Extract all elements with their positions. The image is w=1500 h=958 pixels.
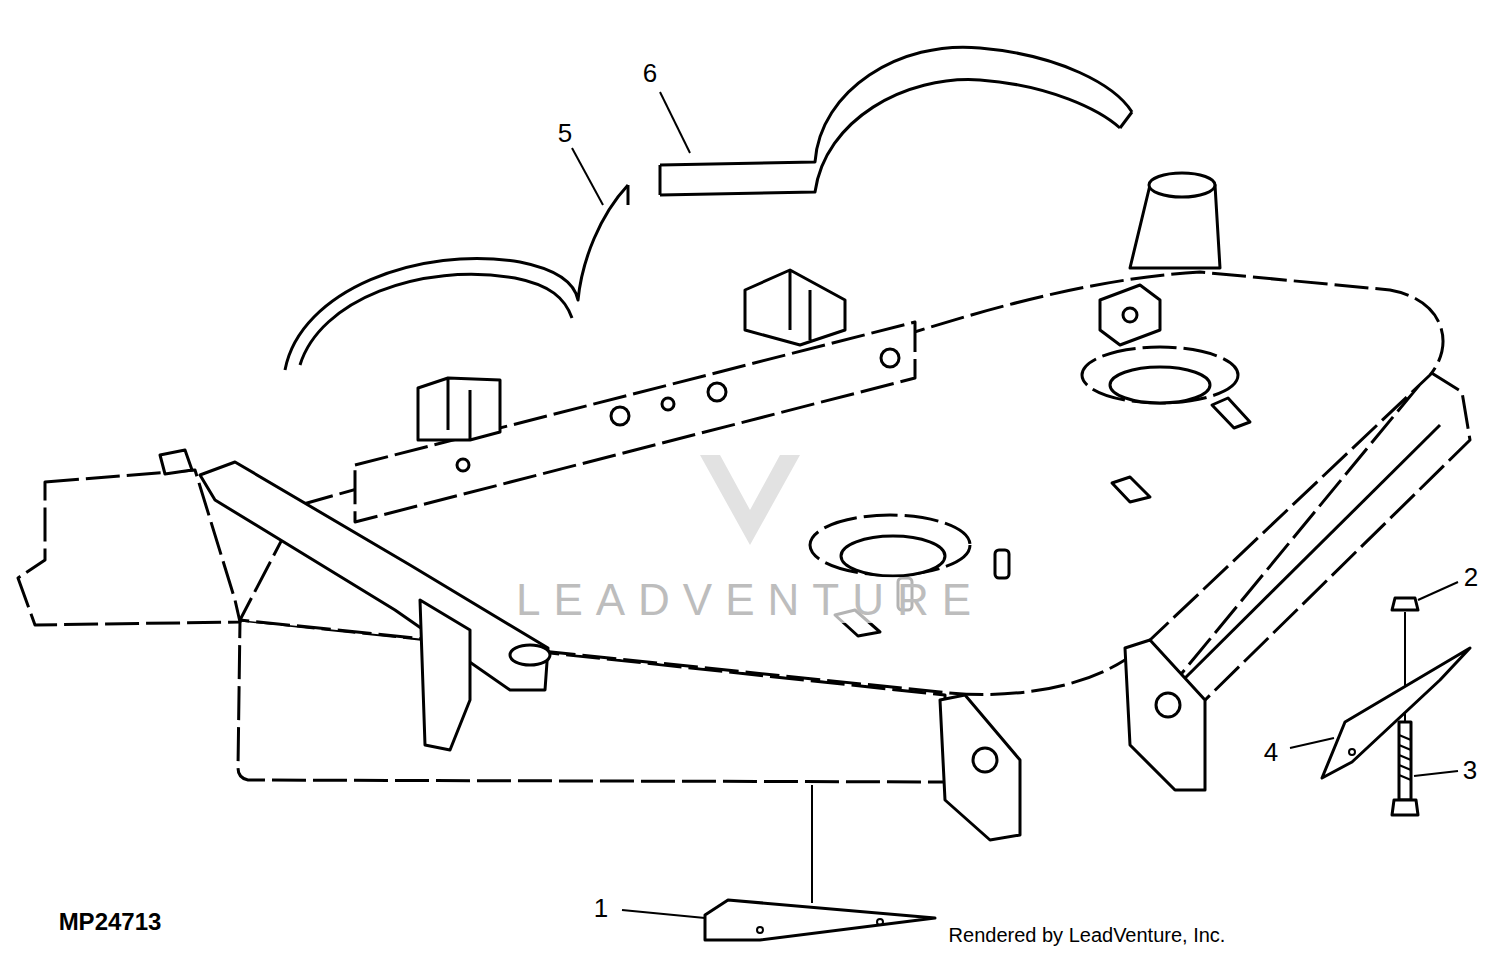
callout-number: 2 xyxy=(1462,563,1480,591)
blade-hole xyxy=(877,919,883,925)
bracket-hole xyxy=(1123,308,1137,322)
nut xyxy=(1392,598,1418,610)
callout-number: 5 xyxy=(556,119,574,147)
leader-line xyxy=(622,910,705,918)
baffle-strip xyxy=(659,165,662,195)
mower-blade xyxy=(705,900,935,940)
rear-bracket xyxy=(1100,285,1160,345)
gauge-wheel-bracket xyxy=(940,695,1020,840)
hitch-bracket xyxy=(745,270,845,345)
baffle-strip xyxy=(660,80,1120,195)
bolt-head xyxy=(1392,800,1418,815)
callout-number: 1 xyxy=(592,894,610,922)
rail-hole xyxy=(457,459,469,471)
bracket-hole xyxy=(1156,693,1180,717)
bolt-thread xyxy=(1399,735,1411,780)
chute-tab xyxy=(160,450,192,474)
callout-number: 4 xyxy=(1262,738,1280,766)
spindle-opening xyxy=(841,536,945,576)
baffle-strip xyxy=(285,185,628,370)
bracket-hole xyxy=(973,748,997,772)
rail-hole xyxy=(662,398,674,410)
hitch-bracket xyxy=(418,378,500,440)
baffle-strip xyxy=(300,274,572,365)
lift-arm xyxy=(200,462,548,690)
baffle-strip xyxy=(1120,112,1132,128)
leader-line xyxy=(660,92,690,153)
blade-hole xyxy=(1349,749,1355,755)
mower-blade xyxy=(1322,648,1470,778)
blade-hole xyxy=(757,927,763,933)
leader-line xyxy=(1290,738,1334,748)
discharge-chute xyxy=(18,470,240,625)
leader-line xyxy=(1414,771,1458,776)
spindle-opening xyxy=(1082,347,1238,403)
rail-hole xyxy=(611,407,629,425)
baffle-strip xyxy=(627,185,630,205)
rail-hole xyxy=(881,349,899,367)
stud xyxy=(995,550,1009,578)
spindle-opening xyxy=(1110,367,1210,403)
watermark-logo xyxy=(700,455,800,545)
leader-line xyxy=(572,148,603,205)
slot xyxy=(1112,477,1150,502)
rear-post-top xyxy=(1149,173,1215,197)
figure-id: MP24713 xyxy=(57,909,164,935)
watermark: LEADVENTURE xyxy=(514,577,986,623)
callout-number: 6 xyxy=(641,59,659,87)
lift-arm-pivot xyxy=(510,645,550,665)
slot xyxy=(1212,398,1250,428)
blade-bolt xyxy=(1399,722,1411,800)
baffle-strip xyxy=(660,47,1132,165)
rail-hole xyxy=(708,383,726,401)
gauge-wheel-bracket xyxy=(1125,640,1205,790)
spindle-opening xyxy=(810,515,970,575)
assembly-line xyxy=(811,785,813,903)
lift-bracket xyxy=(420,600,470,750)
leader-line xyxy=(1418,582,1458,600)
callout-number: 3 xyxy=(1461,756,1479,784)
render-credit: Rendered by LeadVenture, Inc. xyxy=(947,924,1228,946)
deck-rear-rail xyxy=(355,322,915,522)
